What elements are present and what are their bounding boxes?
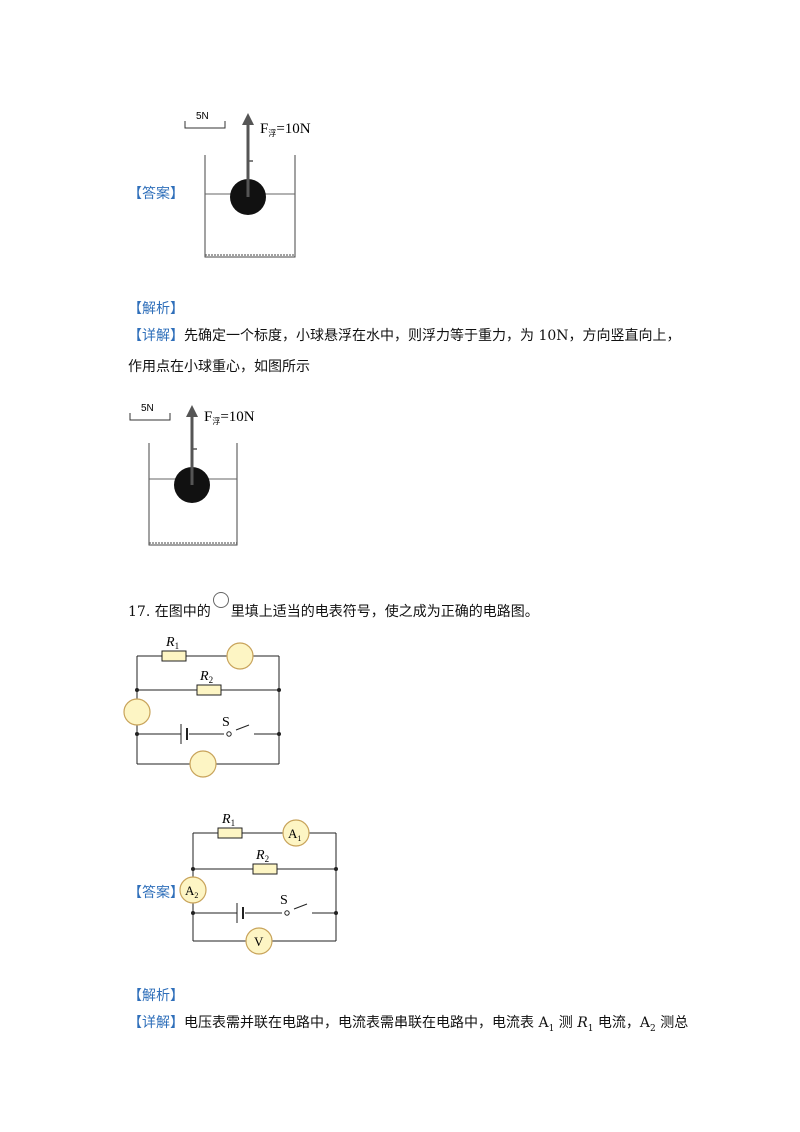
meter-blank-left — [123, 698, 151, 726]
ammeter-a2 — [179, 876, 207, 904]
beaker — [148, 443, 238, 546]
question-17: 17. 在图中的里填上适当的电表符号，使之成为正确的电路图。 — [128, 592, 539, 622]
circuit-answer: R1 R2 A1 A2 V S — [179, 812, 338, 955]
r2-label: R — [255, 848, 265, 863]
buoyancy-diagram-answer: 5N F浮=10N — [184, 111, 311, 258]
meter-v-label: V — [254, 934, 264, 949]
force-arrow-head — [242, 113, 254, 125]
svg-text:A1: A1 — [288, 826, 301, 843]
analysis-line-2: 作用点在小球重心，如图所示 — [128, 359, 310, 375]
meter-blank-top — [226, 642, 254, 670]
scale-bar — [129, 413, 171, 421]
resistor-r2 — [196, 684, 222, 696]
beaker — [204, 155, 296, 258]
force-subscript: 浮 — [268, 128, 276, 138]
scale-label: 5N — [196, 111, 209, 122]
detail-tag: 【详解】 — [128, 1015, 184, 1031]
r2-label: R — [199, 669, 209, 684]
meter-a2-label: A — [185, 883, 195, 898]
switch-label: S — [222, 715, 230, 730]
answer-tag: 【答案】 — [128, 186, 184, 202]
resistor-r1 — [217, 827, 243, 839]
scale-label: 5N — [141, 403, 154, 414]
svg-text:R1: R1 — [221, 812, 235, 828]
force-label: F — [204, 409, 212, 425]
r1-label: R — [165, 635, 175, 650]
meter-blank-bottom — [189, 750, 217, 778]
svg-text:A2: A2 — [185, 883, 198, 900]
force-subscript: 浮 — [212, 416, 220, 426]
switch-label: S — [280, 893, 288, 908]
answer-17-tag: 【答案】 — [128, 885, 184, 901]
question-number: 17. — [128, 604, 151, 620]
analysis-17-tag: 【解析】 — [128, 988, 184, 1004]
svg-text:F浮=10N: F浮=10N — [260, 121, 311, 138]
resistor-r1 — [161, 650, 187, 662]
analysis-tag: 【解析】 — [128, 301, 184, 317]
resistor-r2 — [252, 863, 278, 875]
meter-a1-label: A — [288, 826, 298, 841]
force-label: F — [260, 121, 268, 137]
force-value: =10N — [220, 409, 254, 425]
svg-text:R2: R2 — [255, 848, 269, 864]
analysis-line-1: 【详解】先确定一个标度，小球悬浮在水中，则浮力等于重力，为 10N，方向竖直向上… — [128, 328, 681, 344]
svg-text:R2: R2 — [199, 669, 213, 685]
blank-circle-icon — [212, 592, 229, 608]
circuit-question: R1 R2 S — [123, 635, 281, 778]
buoyancy-diagram-explanation: 5N F浮=10N — [129, 403, 255, 546]
switch-contact — [226, 731, 232, 737]
svg-text:F浮=10N: F浮=10N — [204, 409, 255, 426]
force-arrow-head — [186, 405, 198, 417]
ammeter-a1 — [282, 819, 310, 847]
analysis-17-line: 【详解】电压表需并联在电路中，电流表需串联在电路中，电流表 A1 测 R1 电流… — [128, 1015, 689, 1034]
r1-label: R — [221, 812, 231, 827]
scale-bar — [184, 121, 226, 129]
detail-tag: 【详解】 — [128, 328, 184, 344]
voltmeter-v — [245, 927, 273, 955]
svg-text:R1: R1 — [165, 635, 179, 651]
switch-contact — [284, 910, 290, 916]
force-value: =10N — [276, 121, 310, 137]
